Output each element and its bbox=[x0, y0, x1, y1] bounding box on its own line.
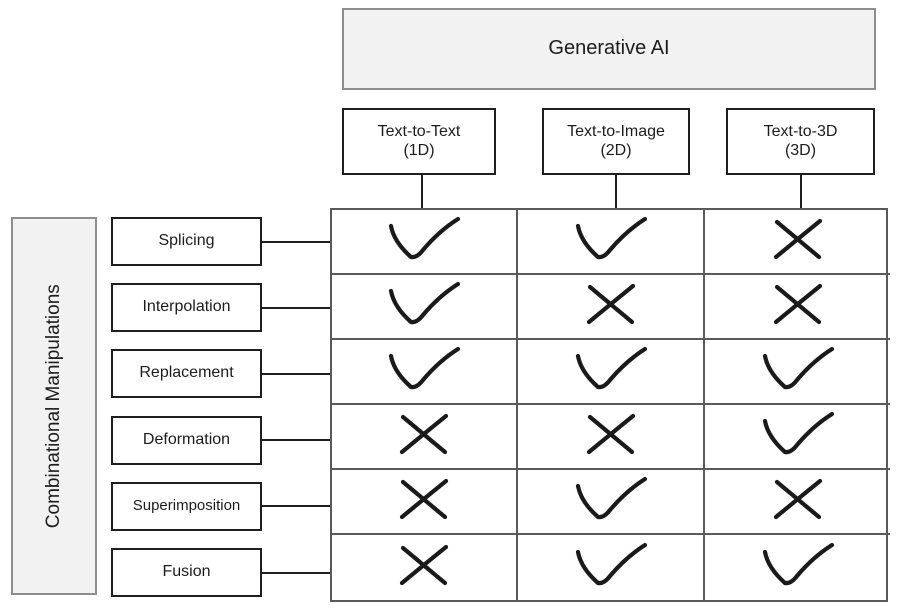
check-mark bbox=[755, 407, 841, 466]
matrix-cell-superimposition-text-to-text: not supported bbox=[332, 470, 518, 535]
generative-ai-banner: Generative AI bbox=[342, 8, 876, 90]
combinational-manipulations-label: Combinational Manipulations bbox=[42, 284, 64, 528]
column-header-text-to-image: Text-to-Image (2D) bbox=[542, 108, 690, 175]
cross-mark bbox=[765, 212, 831, 271]
row-label-text: Splicing bbox=[158, 232, 215, 250]
check-mark bbox=[755, 342, 841, 401]
row-label-text: Interpolation bbox=[142, 298, 231, 316]
matrix-cell-interpolation-text-to-3d: not supported bbox=[705, 275, 890, 340]
matrix-cell-interpolation-text-to-text: supported bbox=[332, 275, 518, 340]
check-mark bbox=[381, 342, 467, 401]
matrix-cell-interpolation-text-to-image: not supported bbox=[518, 275, 705, 340]
row-label-interpolation: Interpolation bbox=[111, 283, 262, 333]
matrix-cell-fusion-text-to-image: supported bbox=[518, 535, 705, 600]
matrix-cell-splicing-text-to-text: supported bbox=[332, 210, 518, 275]
column-header-text-to-3d: Text-to-3D (3D) bbox=[726, 108, 875, 175]
row-label-text: Fusion bbox=[162, 563, 211, 581]
matrix-cell-replacement-text-to-text: supported bbox=[332, 340, 518, 405]
column-header-name: Text-to-3D bbox=[763, 122, 838, 140]
row-label-fusion: Fusion bbox=[111, 548, 262, 597]
check-mark bbox=[568, 472, 654, 531]
matrix-cell-splicing-text-to-3d: not supported bbox=[705, 210, 890, 275]
connector-column-text-to-3d bbox=[800, 175, 802, 208]
matrix-cell-replacement-text-to-image: supported bbox=[518, 340, 705, 405]
column-header-dim: (2D) bbox=[600, 141, 632, 159]
matrix-cell-replacement-text-to-3d: supported bbox=[705, 340, 890, 405]
row-label-deformation: Deformation bbox=[111, 415, 262, 465]
connector-row-interpolation bbox=[262, 306, 330, 309]
matrix-cell-superimposition-text-to-image: supported bbox=[518, 470, 705, 535]
cross-mark bbox=[578, 407, 644, 466]
row-label-text: Superimposition bbox=[132, 497, 241, 515]
check-mark bbox=[568, 212, 654, 271]
row-label-superimposition: Superimposition bbox=[111, 481, 262, 531]
column-header-text-to-text: Text-to-Text (1D) bbox=[342, 108, 496, 175]
connector-column-text-to-image bbox=[615, 175, 617, 208]
matrix-cell-fusion-text-to-3d: supported bbox=[705, 535, 890, 600]
matrix-cell-splicing-text-to-image: supported bbox=[518, 210, 705, 275]
connector-column-text-to-text bbox=[421, 175, 423, 208]
connector-row-deformation bbox=[262, 439, 330, 442]
column-header-dim: (1D) bbox=[403, 141, 435, 159]
column-header-name: Text-to-Image bbox=[567, 122, 665, 140]
check-mark bbox=[568, 538, 654, 597]
cross-mark bbox=[391, 538, 457, 597]
row-label-splicing: Splicing bbox=[111, 217, 262, 266]
matrix-cell-deformation-text-to-image: not supported bbox=[518, 405, 705, 470]
matrix-cell-deformation-text-to-text: not supported bbox=[332, 405, 518, 470]
row-label-text: Deformation bbox=[142, 430, 231, 448]
matrix-cell-deformation-text-to-3d: supported bbox=[705, 405, 890, 470]
matrix-cell-superimposition-text-to-3d: not supported bbox=[705, 470, 890, 535]
cross-mark bbox=[765, 472, 831, 531]
column-header-dim: (3D) bbox=[784, 141, 817, 159]
connector-row-splicing bbox=[262, 240, 330, 243]
row-label-replacement: Replacement bbox=[111, 349, 262, 399]
connector-row-superimposition bbox=[262, 505, 330, 508]
connector-row-replacement bbox=[262, 372, 330, 375]
connector-row-fusion bbox=[262, 571, 330, 574]
row-label-text: Replacement bbox=[139, 364, 234, 382]
cross-mark bbox=[391, 407, 457, 466]
cross-mark bbox=[578, 277, 644, 336]
matrix-cell-fusion-text-to-text: not supported bbox=[332, 535, 518, 600]
capability-matrix: supportedsupportednot supportedsupported… bbox=[330, 208, 890, 602]
column-header-name: Text-to-Text bbox=[377, 122, 461, 140]
generative-ai-title: Generative AI bbox=[548, 37, 670, 60]
check-mark bbox=[568, 342, 654, 401]
check-mark bbox=[381, 277, 467, 336]
check-mark bbox=[381, 212, 467, 271]
cross-mark bbox=[391, 472, 457, 531]
check-mark bbox=[755, 538, 841, 597]
cross-mark bbox=[765, 277, 831, 336]
combinational-manipulations-banner: Combinational Manipulations bbox=[11, 217, 97, 595]
